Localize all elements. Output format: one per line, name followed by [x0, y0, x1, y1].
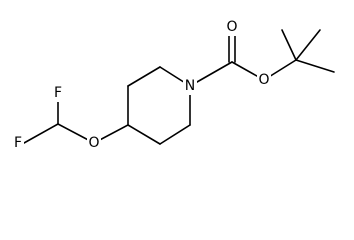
- atom-o-ether: O: [87, 134, 101, 152]
- bonds: [23, 29, 335, 145]
- atom-label-f1: F: [54, 85, 62, 101]
- atom-label-o-ester: O: [258, 72, 269, 88]
- bond-cq-me2: [295, 29, 321, 61]
- bond-chf2-f2: [23, 123, 59, 144]
- atom-o-carbonyl: O: [225, 18, 239, 36]
- bond-cq-me1: [281, 29, 297, 61]
- atom-f2: F: [12, 134, 24, 152]
- bond-cq-me3: [295, 59, 335, 73]
- atom-label-o-ether: O: [88, 135, 99, 151]
- atom-f1: F: [52, 84, 64, 102]
- bond-ring-c2-c3: [127, 66, 161, 87]
- atom-label-f2: F: [14, 135, 22, 151]
- bond-ring-c5-c6: [159, 124, 191, 145]
- atom-n1: N: [183, 77, 197, 95]
- atom-label-n1: N: [185, 78, 195, 94]
- bond-ring-c4-c5: [127, 124, 161, 145]
- atom-o-ester: O: [257, 71, 271, 89]
- atom-labels: N O O O F F: [12, 18, 271, 152]
- chemical-structure-diagram: N O O O F F: [12, 18, 335, 152]
- atom-label-o-carbonyl: O: [226, 19, 237, 35]
